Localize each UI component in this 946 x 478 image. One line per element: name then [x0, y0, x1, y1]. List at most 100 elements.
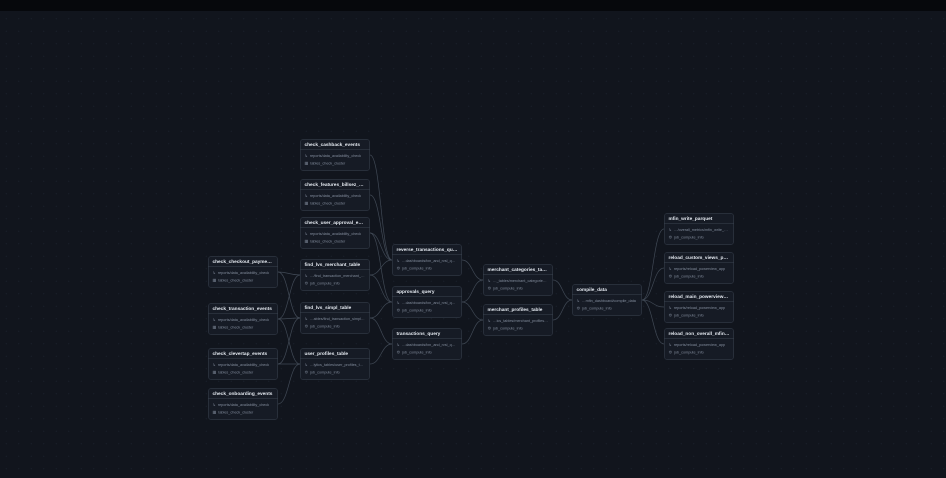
- table-path-icon: ↳: [487, 318, 491, 323]
- asset-node-check_cashback_events[interactable]: check_cashback_events↳reports/data_avail…: [300, 139, 370, 171]
- asset-node-title: find_lvs_merchant_table: [300, 260, 370, 270]
- asset-node-check_onboarding_events[interactable]: check_onboarding_events↳reports/data_ava…: [208, 388, 278, 420]
- asset-node-check_checkout_payment[interactable]: check_checkout_payment_h...↳reports/data…: [208, 256, 278, 288]
- table-path-icon: ↳: [396, 258, 400, 263]
- asset-node-metadata-text: tables_check_cluster: [310, 239, 346, 244]
- asset-node-metadata-row: ↳…dashboards/txn_and_rvsl_queries: [397, 257, 458, 265]
- asset-node-metadata-text: job_compute_info: [674, 313, 704, 318]
- graph-edge: [461, 319, 484, 345]
- asset-node-metadata-text: …/find_transaction_merchant_table: [309, 273, 366, 279]
- asset-node-title: transactions_query: [392, 329, 462, 339]
- asset-node-metadata-row: ↳…ables/find_transaction_simpl_table: [305, 315, 366, 323]
- asset-node-check_user_approval_events[interactable]: check_user_approval_events↳reports/data_…: [300, 217, 370, 249]
- asset-node-metadata-row: ⚙︎job_compute_info: [577, 305, 638, 313]
- asset-node-title: check_onboarding_events: [208, 389, 278, 399]
- asset-node-metadata-row: ↳reports/data_availability_check: [213, 401, 274, 409]
- asset-node-metadata-row: ↳…/overall_metrics/mfin_write_parquet: [669, 226, 730, 234]
- asset-node-metadata-text: reports/data_availability_check: [217, 317, 270, 323]
- asset-node-check_transaction_events[interactable]: check_transaction_events↳reports/data_av…: [208, 303, 278, 335]
- graph-edge: [461, 279, 484, 303]
- asset-node-title: compile_data: [572, 285, 642, 295]
- asset-node-metadata-text: job_compute_info: [674, 235, 704, 240]
- asset-node-body: ↳reports/reload_powerview_app⚙︎job_compu…: [665, 339, 734, 356]
- asset-node-metadata-row: ⚙︎job_compute_info: [488, 325, 549, 333]
- table-path-icon: ↳: [668, 266, 672, 271]
- gear-icon: ⚙︎: [396, 265, 401, 271]
- asset-node-body: ↳reports/data_availability_check▦tables_…: [209, 399, 278, 416]
- asset-node-reload_main_powerview_app[interactable]: reload_main_powerview_app↳reports/reload…: [664, 291, 734, 323]
- asset-node-metadata-text: job_compute_info: [493, 326, 523, 331]
- asset-node-metadata-text: reports/data_availability_check: [309, 193, 362, 199]
- cluster-icon: ▦: [212, 277, 217, 283]
- asset-node-approvals_query[interactable]: approvals_query↳…dashboards/txn_and_rvsl…: [392, 286, 462, 318]
- asset-node-title: check_user_approval_events: [300, 218, 370, 228]
- table-path-icon: ↳: [304, 193, 308, 198]
- asset-node-metadata-text: …dashboards/txn_and_rvsl_queries: [401, 342, 458, 348]
- asset-node-reverse_transactions_query[interactable]: reverse_transactions_query↳…dashboards/t…: [392, 244, 462, 276]
- table-path-icon: ↳: [212, 317, 216, 322]
- table-path-icon: ↳: [487, 278, 491, 283]
- graph-edge: [369, 343, 393, 365]
- asset-node-transactions_query[interactable]: transactions_query ↳…dashboards/txn_and_r…: [392, 328, 462, 360]
- asset-node-metadata-row: ⚙︎job_compute_info: [305, 280, 366, 288]
- asset-node-metadata-row: ⚙︎job_compute_info: [397, 307, 458, 315]
- asset-node-mfin_write_parquet[interactable]: mfin_write_parquet↳…/overall_metrics/mfi…: [664, 213, 734, 245]
- asset-node-metadata-text: tables_check_cluster: [218, 325, 254, 330]
- cluster-icon: ▦: [212, 369, 217, 375]
- table-path-icon: ↳: [304, 362, 308, 367]
- asset-node-metadata-row: ▦tables_check_cluster: [213, 369, 274, 377]
- graph-edge: [641, 267, 665, 301]
- asset-node-merchant_categories_table[interactable]: merchant_categories_table↳…_tables/merch…: [483, 264, 553, 296]
- cluster-icon: ▦: [304, 200, 309, 206]
- asset-node-merchant_profiles_table[interactable]: merchant_profiles_table↳…ics_tables/merc…: [483, 304, 553, 336]
- graph-edge: [641, 228, 665, 301]
- asset-node-body: ↳…mfin_dashboard/compile_data⚙︎job_compu…: [573, 295, 642, 312]
- asset-node-metadata-row: ⚙︎job_compute_info: [397, 265, 458, 273]
- asset-node-check_features_billsez_data[interactable]: check_features_billsez_data↳reports/data…: [300, 179, 370, 211]
- asset-node-reload_non_overall_mfin_po[interactable]: reload_non_overall_mfin_po...↳reports/re…: [664, 328, 734, 360]
- graph-edge: [277, 317, 301, 365]
- table-path-icon: ↳: [212, 402, 216, 407]
- gear-icon: ⚙︎: [576, 305, 581, 311]
- asset-node-body: ↳…/overall_metrics/mfin_write_parquet⚙︎j…: [665, 224, 734, 241]
- asset-node-metadata-text: job_compute_info: [493, 286, 523, 291]
- asset-node-title: reload_main_powerview_app: [664, 292, 734, 302]
- gear-icon: ⚙︎: [668, 312, 673, 318]
- asset-node-find_lvs_merchant_table[interactable]: find_lvs_merchant_table↳…/find_transacti…: [300, 259, 370, 291]
- asset-node-metadata-row: ↳…lytics_tables/user_profiles_table: [305, 361, 366, 369]
- graph-edge: [277, 271, 301, 276]
- asset-node-metadata-text: reports/data_availability_check: [217, 362, 270, 368]
- asset-node-metadata-row: ▦tables_check_cluster: [305, 238, 366, 246]
- asset-node-metadata-row: ⚙︎job_compute_info: [669, 273, 730, 281]
- table-path-icon: ↳: [396, 342, 400, 347]
- asset-node-title: reverse_transactions_query: [392, 245, 462, 255]
- asset-node-body: ↳…dashboards/txn_and_rvsl_queries⚙︎job_c…: [393, 255, 462, 272]
- asset-node-metadata-text: job_compute_info: [402, 266, 432, 271]
- asset-node-metadata-text: job_compute_info: [402, 350, 432, 355]
- asset-node-metadata-text: …ics_tables/merchant_profiles_table: [492, 318, 549, 324]
- asset-node-metadata-row: ↳…ics_tables/merchant_profiles_table: [488, 317, 549, 325]
- asset-node-body: ↳reports/data_availability_check▦tables_…: [209, 267, 278, 284]
- asset-node-compile_data[interactable]: compile_data↳…mfin_dashboard/compile_dat…: [572, 284, 642, 316]
- asset-node-metadata-text: job_compute_info: [402, 308, 432, 313]
- asset-node-metadata-text: reports/reload_powerview_app: [673, 342, 726, 348]
- asset-node-metadata-row: ↳reports/data_availability_check: [305, 192, 366, 200]
- gear-icon: ⚙︎: [668, 349, 673, 355]
- asset-node-metadata-row: ↳…_tables/merchant_categories_table: [488, 277, 549, 285]
- asset-node-metadata-text: …_tables/merchant_categories_table: [492, 278, 549, 284]
- gear-icon: ⚙︎: [396, 307, 401, 313]
- asset-node-find_lvs_simpl_table[interactable]: find_lvs_simpl_table↳…ables/find_transac…: [300, 302, 370, 334]
- table-path-icon: ↳: [304, 231, 308, 236]
- table-path-icon: ↳: [668, 342, 672, 347]
- asset-node-reload_custom_views_powe[interactable]: reload_custom_views_powe...↳reports/relo…: [664, 252, 734, 284]
- asset-node-user_profiles_table[interactable]: user_profiles_table↳…lytics_tables/user_…: [300, 348, 370, 380]
- graph-edge: [277, 363, 301, 405]
- asset-node-check_clevertap_events[interactable]: check_clevertap_events↳reports/data_avai…: [208, 348, 278, 380]
- asset-node-title: mfin_write_parquet: [664, 214, 734, 224]
- asset-node-metadata-row: ⚙︎job_compute_info: [669, 349, 730, 357]
- asset-node-metadata-row: ⚙︎job_compute_info: [305, 369, 366, 377]
- table-path-icon: ↳: [212, 362, 216, 367]
